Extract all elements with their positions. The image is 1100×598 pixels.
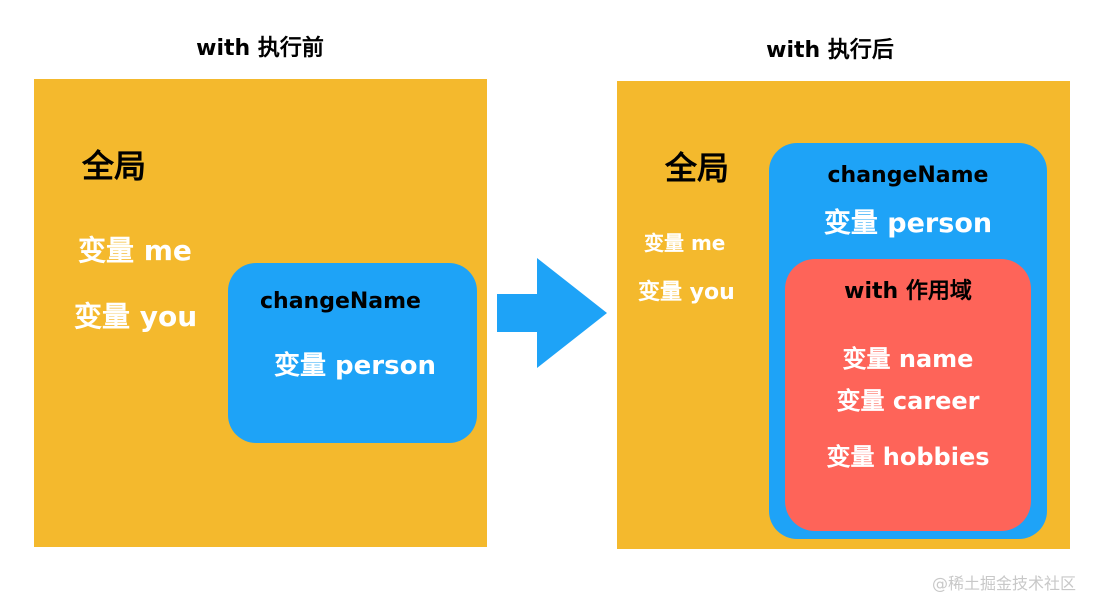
var-you: 变量 you xyxy=(74,300,198,333)
arrow-right-icon xyxy=(497,258,607,368)
with-scope-label: with 作用域 xyxy=(844,279,972,304)
before-global-scope: 全局 变量 me 变量 you changeName 变量 person xyxy=(34,79,487,547)
before-function-scope: changeName 变量 person xyxy=(228,263,477,443)
global-label: 全局 xyxy=(82,147,147,185)
before-title: with 执行前 xyxy=(196,36,324,61)
var-you: 变量 you xyxy=(638,280,735,305)
function-name: changeName xyxy=(827,163,989,188)
var-person: 变量 person xyxy=(274,351,436,381)
var-me: 变量 me xyxy=(644,231,726,255)
after-global-scope: 全局 变量 me 变量 you changeName 变量 person wit… xyxy=(617,81,1070,549)
var-name: 变量 name xyxy=(842,345,974,373)
function-name: changeName xyxy=(260,289,421,314)
global-label: 全局 xyxy=(665,149,730,187)
after-title: with 执行后 xyxy=(766,38,894,63)
var-career: 变量 career xyxy=(836,387,980,415)
var-person: 变量 person xyxy=(823,208,993,239)
after-function-scope: changeName 变量 person with 作用域 变量 name 变量… xyxy=(769,143,1047,539)
var-hobbies: 变量 hobbies xyxy=(826,443,990,471)
with-scope: with 作用域 变量 name 变量 career 变量 hobbies xyxy=(785,259,1031,531)
watermark: @稀土掘金技术社区 xyxy=(932,574,1077,593)
var-me: 变量 me xyxy=(78,234,192,267)
